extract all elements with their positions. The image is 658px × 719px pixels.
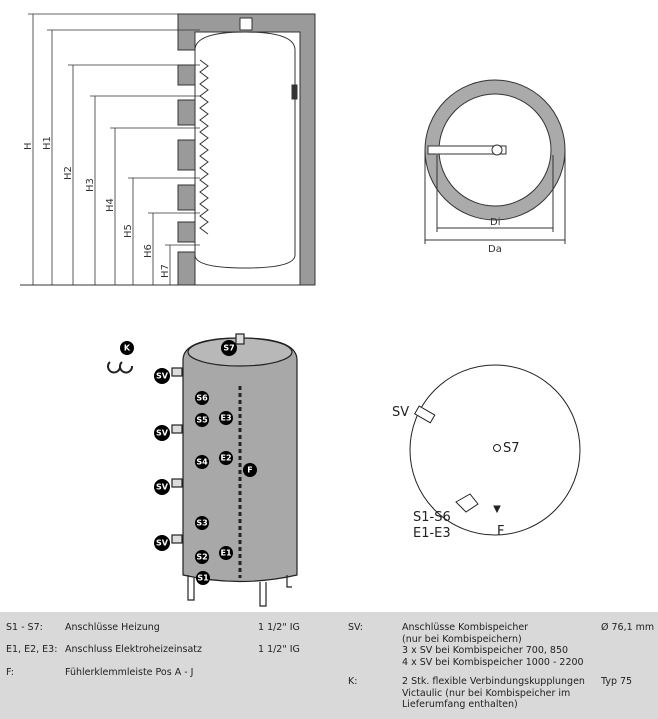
badge-f: F xyxy=(243,463,257,477)
legend-code: K: xyxy=(348,676,358,687)
svg-text:S1: S1 xyxy=(197,574,209,583)
badge-s6: S6 xyxy=(195,391,209,405)
legend-code: S1 - S7: xyxy=(6,622,43,633)
svg-text:SV: SV xyxy=(156,539,169,548)
legend-size: Ø 76,1 mm xyxy=(601,622,655,633)
svg-text:S2: S2 xyxy=(196,553,207,562)
legend-size: 1 1/2" IG xyxy=(258,622,300,633)
legend-desc: Fühlerklemmleiste Pos A - J xyxy=(65,667,194,678)
svg-text:S7: S7 xyxy=(223,344,234,353)
badge-e2: E2 xyxy=(219,451,233,465)
legend-desc: Anschluss Elektroheizeinsatz xyxy=(65,644,202,655)
dim-h1: H1 xyxy=(42,136,53,150)
badge-sv-2: SV xyxy=(154,425,170,441)
legend-table: S1 - S7: Anschlüsse Heizung 1 1/2" IG E1… xyxy=(0,612,658,719)
badge-k: K xyxy=(120,341,134,355)
legend-code: F: xyxy=(6,667,14,678)
svg-text:SV: SV xyxy=(156,483,169,492)
dimension-labels: H H1 H2 H3 H4 H5 H6 H7 xyxy=(23,136,171,278)
badge-s7: S7 xyxy=(221,340,237,356)
label-da: Da xyxy=(488,244,502,255)
dim-h7: H7 xyxy=(160,264,171,278)
legend-desc: 2 Stk. flexible Verbindungskupplungen Vi… xyxy=(402,676,585,710)
svg-text:E2: E2 xyxy=(220,454,231,463)
badge-sv-4: SV xyxy=(154,535,170,551)
svg-text:SV: SV xyxy=(156,372,169,381)
legend-desc: Anschlüsse Heizung xyxy=(65,622,160,633)
legend-desc: Anschlüsse Kombispeicher (nur bei Kombis… xyxy=(402,622,584,668)
svg-text:SV: SV xyxy=(156,429,169,438)
svg-text:K: K xyxy=(124,344,131,353)
dim-h6: H6 xyxy=(143,244,154,258)
label-e1-e3: E1-E3 xyxy=(413,526,451,541)
badge-sv-3: SV xyxy=(154,479,170,495)
plan-view: Di Da xyxy=(424,79,566,255)
badge-s5: S5 xyxy=(195,413,209,427)
svg-text:S4: S4 xyxy=(196,458,208,467)
top-view-labels: SV S7 S1-S6 E1-E3 F xyxy=(392,405,520,541)
svg-text:F: F xyxy=(247,466,252,475)
dim-h: H xyxy=(23,142,34,150)
label-s7: S7 xyxy=(503,441,520,456)
label-sv: SV xyxy=(392,405,409,420)
svg-text:E3: E3 xyxy=(220,414,231,423)
label-di: Di xyxy=(490,217,500,228)
svg-text:S3: S3 xyxy=(196,519,207,528)
svg-text:S6: S6 xyxy=(196,394,208,403)
badge-e3: E3 xyxy=(219,411,233,425)
label-s1-s6: S1-S6 xyxy=(413,510,451,525)
legend-size: Typ 75 xyxy=(601,676,633,687)
badge-e1: E1 xyxy=(219,546,233,560)
label-f: F xyxy=(497,524,504,539)
badge-s4: S4 xyxy=(195,455,209,469)
dim-h2: H2 xyxy=(63,166,74,180)
badge-s3: S3 xyxy=(195,516,209,530)
badge-sv-1: SV xyxy=(154,368,170,384)
svg-text:E1: E1 xyxy=(220,549,231,558)
dim-h3: H3 xyxy=(85,178,96,192)
dim-h4: H4 xyxy=(105,198,116,212)
badge-s2: S2 xyxy=(195,550,209,564)
legend-code: E1, E2, E3: xyxy=(6,644,58,655)
section-view xyxy=(20,13,316,286)
front-view-tank xyxy=(107,333,298,607)
svg-text:S5: S5 xyxy=(196,416,208,425)
connection-badges: K S7 SV SV SV SV S6 S5 E3 S4 E2 F S3 S2 … xyxy=(120,340,257,585)
dim-h5: H5 xyxy=(123,224,134,238)
legend-size: 1 1/2" IG xyxy=(258,644,300,655)
technical-drawing: H H1 H2 H3 H4 H5 H6 H7 Di Da K S7 SV xyxy=(20,13,581,607)
legend-code: SV: xyxy=(348,622,363,633)
badge-s1: S1 xyxy=(196,571,210,585)
top-view xyxy=(409,364,581,536)
